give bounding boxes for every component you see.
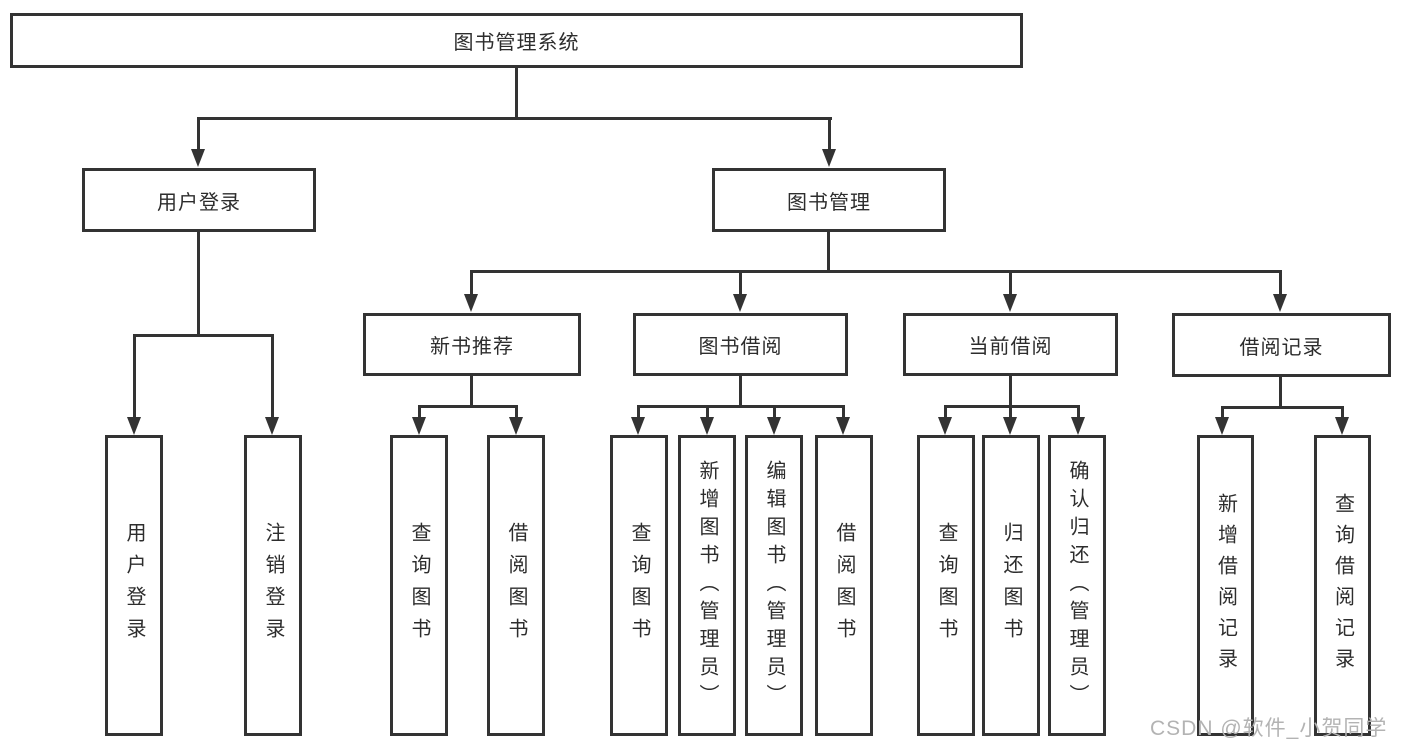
connector-new-book-bar (418, 405, 518, 408)
arrow-down-icon (1071, 417, 1085, 435)
leaf-query-borrow-record: 查询借阅记录 (1314, 435, 1371, 736)
arrow-down-icon (631, 417, 645, 435)
arrow-down-icon (191, 149, 205, 167)
leaf-label: 确认归还（管理员） (1066, 459, 1088, 712)
arrow-down-icon (1273, 294, 1287, 312)
connector-drop (739, 270, 742, 297)
node-book-management: 图书管理 (712, 168, 946, 232)
arrow-down-icon (265, 417, 279, 435)
leaf-logout: 注销登录 (244, 435, 302, 736)
arrow-down-icon (412, 417, 426, 435)
connector-drop (418, 405, 421, 419)
arrow-down-icon (464, 294, 478, 312)
connector-drop (1077, 405, 1080, 419)
leaf-label: 注销登录 (262, 521, 284, 650)
leaf-query-books-3: 查询图书 (917, 435, 975, 736)
connector-borrow-record-bar (1221, 406, 1344, 409)
connector-drop (470, 270, 473, 297)
leaf-label: 借阅图书 (833, 521, 855, 650)
watermark-text: CSDN @软件_小贺同学 (1150, 717, 1388, 740)
arrow-down-icon (700, 417, 714, 435)
leaf-confirm-return-admin: 确认归还（管理员） (1048, 435, 1106, 736)
connector-drop (515, 405, 518, 419)
leaf-query-books-1: 查询图书 (390, 435, 448, 736)
arrow-down-icon (1215, 417, 1229, 435)
connector-book-mgmt-stem (827, 232, 830, 272)
connector-user-login-stem (197, 232, 200, 336)
connector-current-borrow-bar (944, 405, 1080, 408)
node-current-borrowing: 当前借阅 (903, 313, 1118, 376)
connector-root-stem (515, 68, 518, 118)
leaf-label: 归还图书 (1000, 521, 1022, 650)
connector-drop (828, 117, 831, 151)
connector-drop (842, 405, 845, 419)
arrow-down-icon (767, 417, 781, 435)
connector-drop (197, 117, 200, 151)
arrow-down-icon (822, 149, 836, 167)
connector-drop (1279, 270, 1282, 297)
arrow-down-icon (127, 417, 141, 435)
connector-book-mgmt-bar (470, 270, 1282, 273)
connector-root-bar (197, 117, 832, 120)
leaf-label: 查询图书 (628, 521, 650, 650)
connector-current-borrow-stem (1009, 376, 1012, 408)
leaf-add-books-admin: 新增图书（管理员） (678, 435, 736, 736)
node-borrowing-records: 借阅记录 (1172, 313, 1391, 377)
arrow-down-icon (836, 417, 850, 435)
leaf-user-login: 用户登录 (105, 435, 163, 736)
leaf-borrow-books-1: 借阅图书 (487, 435, 545, 736)
connector-drop (773, 405, 776, 419)
leaf-label: 查询借阅记录 (1331, 492, 1354, 679)
arrow-down-icon (1003, 294, 1017, 312)
leaf-label: 用户登录 (123, 521, 145, 650)
leaf-return-books: 归还图书 (982, 435, 1040, 736)
connector-drop (944, 405, 947, 419)
leaf-label: 借阅图书 (505, 521, 527, 650)
arrow-down-icon (1335, 417, 1349, 435)
leaf-label: 新增图书（管理员） (696, 459, 718, 712)
connector-drop (706, 405, 709, 419)
connector-drop (1221, 406, 1224, 419)
leaf-label: 查询图书 (935, 521, 957, 650)
leaf-edit-books-admin: 编辑图书（管理员） (745, 435, 803, 736)
connector-borrow-record-stem (1279, 377, 1282, 409)
connector-drop (1009, 405, 1012, 419)
node-user-login: 用户登录 (82, 168, 316, 232)
arrow-down-icon (509, 417, 523, 435)
leaf-query-books-2: 查询图书 (610, 435, 668, 736)
leaf-label: 编辑图书（管理员） (763, 459, 785, 712)
connector-drop (271, 334, 274, 419)
node-new-book-recommendation: 新书推荐 (363, 313, 581, 376)
connector-drop (1009, 270, 1012, 297)
leaf-add-borrow-record: 新增借阅记录 (1197, 435, 1254, 736)
leaf-borrow-books-2: 借阅图书 (815, 435, 873, 736)
arrow-down-icon (938, 417, 952, 435)
connector-drop (1341, 406, 1344, 419)
node-library-management-system: 图书管理系统 (10, 13, 1023, 68)
leaf-label: 新增借阅记录 (1214, 492, 1237, 679)
connector-drop (637, 405, 640, 419)
arrow-down-icon (733, 294, 747, 312)
leaf-label: 查询图书 (408, 521, 430, 650)
arrow-down-icon (1003, 417, 1017, 435)
connector-drop (133, 334, 136, 419)
connector-book-borrow-stem (739, 375, 742, 408)
connector-book-borrow-bar (637, 405, 845, 408)
connector-user-login-bar (133, 334, 274, 337)
connector-new-book-stem (470, 375, 473, 408)
node-book-borrowing: 图书借阅 (633, 313, 848, 376)
